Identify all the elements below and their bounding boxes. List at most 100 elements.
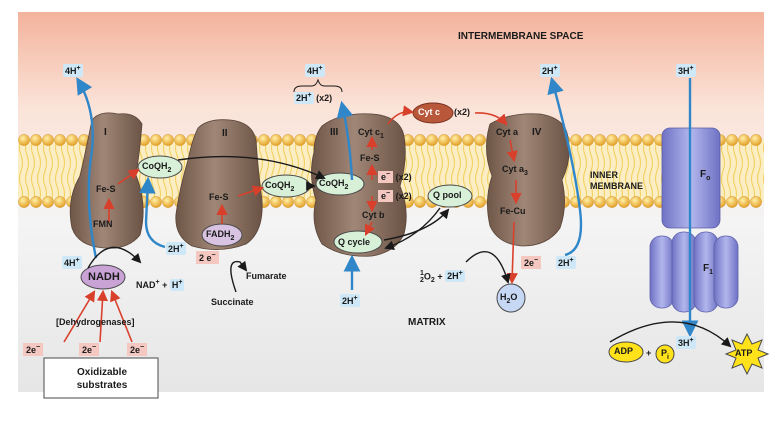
lipid-head (618, 134, 630, 146)
label-qpool: Q pool (433, 190, 462, 200)
lipid-head (282, 196, 294, 208)
lipid-head (582, 196, 594, 208)
label-coqh2-3: CoQH2 (319, 178, 349, 191)
proton-2h-bottom-IV: 2H+ (556, 256, 576, 269)
label-e-x2-a: e− (x2) (378, 171, 412, 183)
proton-arrow-II (138, 176, 166, 249)
label-oxidizable-substrates: Oxidizable substrates (76, 367, 128, 391)
e-arrow-cyta-cyta3 (506, 139, 518, 163)
lipid-head (726, 134, 738, 146)
label-nad-h: NAD+ + H+ (136, 279, 185, 291)
label-h2o: H2O (500, 292, 518, 305)
lipid-head (18, 196, 30, 208)
lipid-head (294, 196, 306, 208)
e-arrow-fes-coq2 (237, 185, 265, 197)
label-coqh2-1: CoQH2 (142, 161, 172, 174)
label-fmn: FMN (93, 219, 113, 229)
lipid-head (462, 134, 474, 146)
e-arrow-cytc-cyta (474, 112, 508, 126)
coqh2-oval-1 (137, 155, 183, 179)
arrow-qpool-qcycle (384, 207, 441, 251)
e-arrow-cytc1-cytc (387, 105, 415, 125)
lipid-head (294, 134, 306, 146)
label-plus-pi: + (646, 348, 652, 358)
lipid-head (642, 134, 654, 146)
lipid-head (630, 196, 642, 208)
lipid-head (606, 134, 618, 146)
lipid-head (414, 196, 426, 208)
label-intermembrane-space: INTERMEMBRANE SPACE (458, 31, 584, 42)
adp-oval (608, 341, 644, 363)
lipid-head (54, 134, 66, 146)
qpool-oval (427, 184, 473, 208)
proton-2h-bottom-II: 2H+ (166, 242, 186, 255)
complex-II (175, 119, 263, 250)
label-fumarate: Fumarate (246, 271, 287, 281)
label-cytc-x2: (x2) (454, 107, 471, 117)
lipid-head (270, 196, 282, 208)
label-coqh2-2: CoQH2 (265, 180, 295, 193)
lipid-head (42, 196, 54, 208)
e-arrow-fes-coq (117, 168, 140, 185)
proton-2h-bottom-III: 2H+ (340, 294, 360, 307)
lipid-head (618, 196, 630, 208)
proton-arrow-I (76, 77, 98, 259)
complex-I (69, 112, 144, 249)
label-2e-c: 2e− (127, 343, 148, 356)
brace-III (293, 78, 343, 93)
pi-circle (655, 344, 675, 364)
e-arrow-fecu-o2 (506, 221, 518, 285)
arrow-nadh-nad (87, 246, 142, 269)
label-fadh2: FADH2 (206, 229, 235, 242)
e-arrow-qcycle (364, 221, 376, 237)
lipid-head (282, 134, 294, 146)
proton-2h-x2-III: 2H+ (x2) (294, 92, 333, 104)
label-matrix: MATRIX (408, 317, 446, 328)
atp-burst (724, 332, 770, 376)
lipid-head (162, 134, 174, 146)
arrow-coq-complexIII (177, 155, 326, 180)
label-atp: ATP (735, 348, 753, 358)
lipid-head (42, 134, 54, 146)
proton-arrow-IV (547, 76, 583, 257)
arrow-o2-h2o (465, 251, 511, 284)
lipid-head (414, 134, 426, 146)
label-fes-I: Fe-S (96, 184, 116, 194)
lipid-head (18, 134, 30, 146)
lipid-head (150, 134, 162, 146)
e-arrow-substrate-3 (110, 289, 133, 343)
label-complex-IV: IV (532, 127, 542, 138)
lipid-head (738, 196, 750, 208)
label-cyta3: Cyt a3 (502, 164, 528, 177)
label-adp: ADP (614, 346, 634, 356)
label-e-x2-b: e− (x2) (378, 190, 412, 202)
label-fecu: Fe-Cu (500, 206, 526, 216)
lipid-head (594, 196, 606, 208)
label-fes-III: Fe-S (360, 153, 380, 163)
substrate-box (43, 357, 159, 399)
lipid-head (750, 134, 762, 146)
arrow-succinate-fumarate (230, 260, 248, 293)
e-arrow-substrate-1 (63, 290, 96, 343)
proton-3h-bottom: 3H+ (676, 336, 696, 349)
label-2e-a: 2e− (23, 343, 44, 356)
label-nadh: NADH (88, 271, 120, 283)
label-2e-IV: 2e− (521, 256, 542, 269)
proton-2h-top-IV: 2H+ (540, 64, 560, 77)
label-cyta: Cyt a (496, 127, 519, 137)
lipid-head (426, 134, 438, 146)
lipid-head (570, 134, 582, 146)
label-F1: F1 (703, 263, 714, 277)
arrow-adp-atp (609, 321, 732, 348)
lipid-head (438, 134, 450, 146)
lipid-head (738, 134, 750, 146)
lipid-head (54, 196, 66, 208)
label-complex-I: I (104, 127, 107, 138)
lipid-head (642, 196, 654, 208)
label-2e-b: 2e− (79, 343, 100, 356)
label-cytc: Cyt c (418, 107, 441, 117)
lipid-head (174, 134, 186, 146)
label-fes-II: Fe-S (209, 192, 229, 202)
